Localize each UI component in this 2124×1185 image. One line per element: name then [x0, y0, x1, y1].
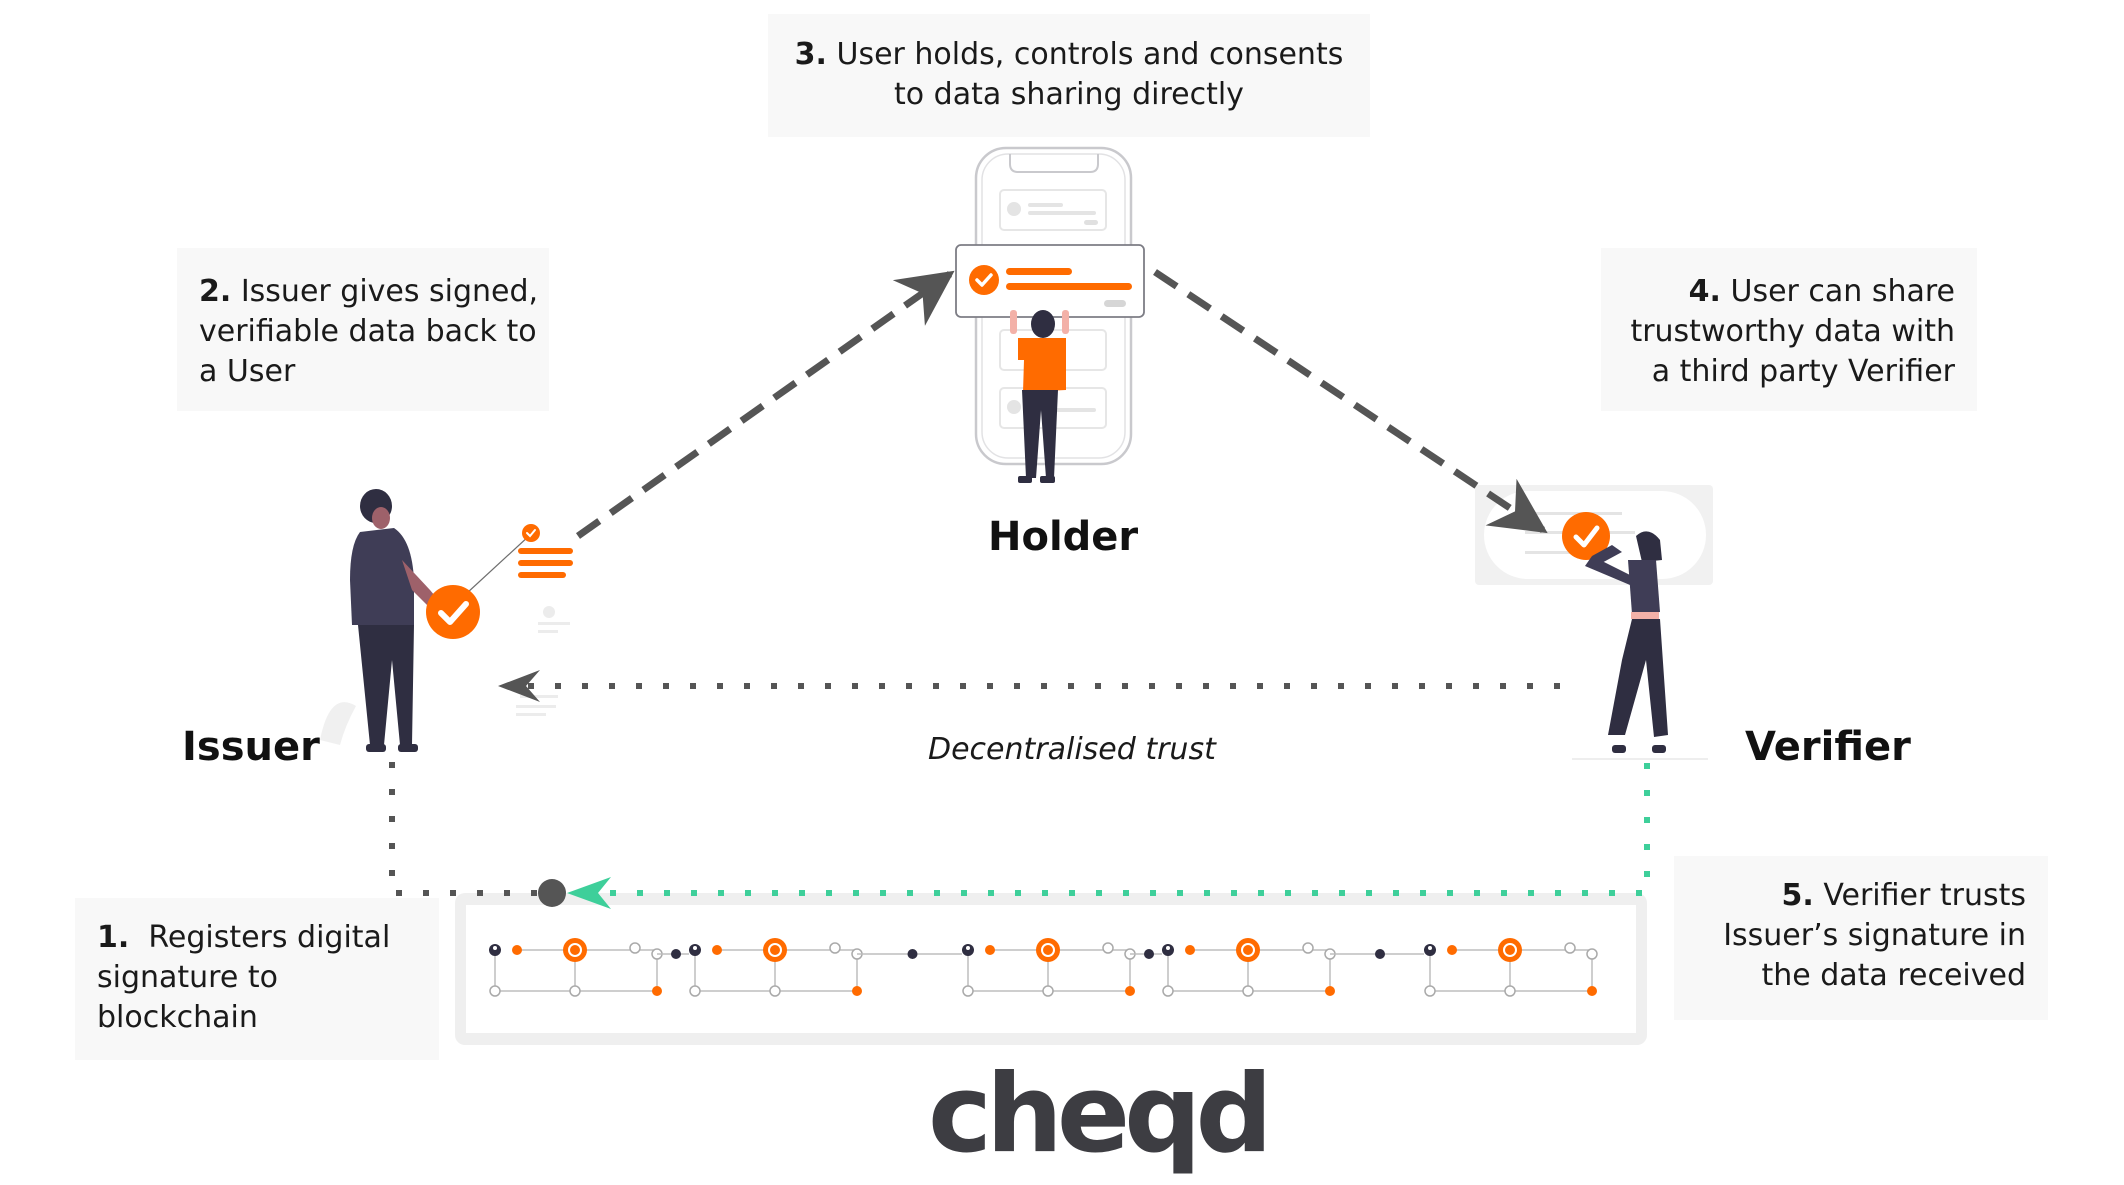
step-number: 2.: [199, 274, 232, 309]
cheqd-coin-icon: [1236, 938, 1260, 962]
green-arrow-head: [567, 877, 611, 909]
blockchain-node-icon: [1564, 942, 1576, 954]
verifier-label: Verifier: [1745, 724, 1911, 770]
step-5-box: 5. Verifier trusts Issuer’s signature in…: [1674, 856, 2048, 1020]
document-lines-icon: [516, 524, 573, 716]
step-number: 3.: [794, 37, 827, 72]
blockchain-node-icon: [489, 985, 501, 997]
verifier-to-blockchain-line: [604, 763, 1650, 896]
blockchain-node-icon: [829, 942, 841, 954]
verifier-badge-icon: [1562, 512, 1610, 560]
step-text: the data received: [1761, 958, 2026, 993]
cheqd-coin-icon: [1041, 943, 1055, 957]
blockchain-node-icon: [1042, 985, 1054, 997]
step-3-box: 3. User holds, controls and consents to …: [768, 14, 1370, 137]
cheqd-coin-icon: [1498, 938, 1522, 962]
cheqd-coin-icon: [1241, 943, 1255, 957]
issuer-badge-icon: [426, 534, 531, 639]
step-text: a User: [199, 354, 296, 389]
blockchain-anchor-dot: [538, 879, 566, 907]
blockchain-node-icon: [1242, 985, 1254, 997]
step-text: User holds, controls and consents: [836, 37, 1344, 72]
step-text: User can share: [1730, 274, 1955, 309]
person-icon: [966, 946, 970, 950]
blockchain-node-icon: [907, 949, 918, 959]
step-text: verifiable data back to: [199, 314, 537, 349]
credential-card: [955, 244, 1145, 318]
step-number: 4.: [1688, 274, 1721, 309]
blockchain-node-icon: [769, 985, 781, 997]
blockchain-node-icon: [1144, 949, 1154, 959]
step-text: a third party Verifier: [1651, 354, 1955, 389]
step-number: 1.: [97, 920, 130, 955]
blockchain-node-icon: [569, 985, 581, 997]
blockchain-node-icon: [712, 945, 722, 955]
blockchain-node-icon: [652, 986, 662, 996]
issuer-person-icon: [320, 489, 440, 752]
person-icon: [1428, 946, 1432, 950]
person-icon: [1166, 946, 1170, 950]
blockchain-node-icon: [1424, 985, 1436, 997]
cheqd-coin-icon: [1503, 943, 1517, 957]
step-text: Issuer’s signature in: [1723, 918, 2026, 953]
blockchain-chain: [489, 938, 1598, 997]
person-icon: [693, 946, 697, 950]
step-text: to data sharing directly: [894, 77, 1244, 112]
holder-label: Holder: [988, 514, 1139, 560]
decentralised-trust-label: Decentralised trust: [928, 732, 1216, 767]
blockchain-node-icon: [671, 949, 681, 959]
cheqd-logo: cheqd: [928, 1052, 1273, 1177]
cheqd-coin-icon: [568, 943, 582, 957]
trust-arrow-head: [498, 670, 540, 702]
step-text: Issuer gives signed,: [240, 274, 539, 309]
person-icon: [493, 946, 497, 950]
blockchain-node-icon: [962, 985, 974, 997]
blockchain-node-icon: [1125, 986, 1135, 996]
blockchain-node-icon: [1587, 986, 1597, 996]
step-text: blockchain: [97, 1000, 258, 1035]
step-1-box: 1. Registers digital signature to blockc…: [75, 898, 439, 1060]
step-2-box: 2. Issuer gives signed, verifiable data …: [177, 248, 549, 411]
cheqd-coin-icon: [768, 943, 782, 957]
step-number: 5.: [1781, 878, 1814, 913]
blockchain-node-icon: [1185, 945, 1195, 955]
issuer-to-holder-arrow: [575, 270, 955, 539]
cheqd-coin-icon: [763, 938, 787, 962]
issuer-label: Issuer: [182, 724, 320, 770]
cheqd-coin-icon: [1036, 938, 1060, 962]
holder-person-icon: [1010, 310, 1069, 483]
step-text: trustworthy data with: [1630, 314, 1955, 349]
verifier-person-icon: [1572, 531, 1708, 760]
blockchain-node-icon: [689, 985, 701, 997]
blockchain-node-icon: [1325, 986, 1335, 996]
step-4-box: 4. User can share trustworthy data with …: [1601, 248, 1977, 411]
blockchain-node-icon: [1302, 942, 1314, 954]
blockchain-node-icon: [1375, 949, 1385, 959]
blockchain-node-icon: [1102, 942, 1114, 954]
cheqd-coin-icon: [563, 938, 587, 962]
blockchain-node-icon: [512, 945, 522, 955]
blockchain-node-icon: [1504, 985, 1516, 997]
blockchain-node-icon: [985, 945, 995, 955]
blockchain-node-icon: [1586, 948, 1598, 960]
blockchain-node-icon: [852, 986, 862, 996]
blockchain-node-icon: [1162, 985, 1174, 997]
blockchain-panel: [455, 893, 1647, 1045]
step-text: Registers digital: [148, 920, 391, 955]
issuer-to-blockchain-line: [389, 762, 540, 896]
blockchain-node-icon: [629, 942, 641, 954]
step-text: signature to: [97, 960, 278, 995]
step-text: Verifier trusts: [1823, 878, 2026, 913]
blockchain-node-icon: [1447, 945, 1457, 955]
